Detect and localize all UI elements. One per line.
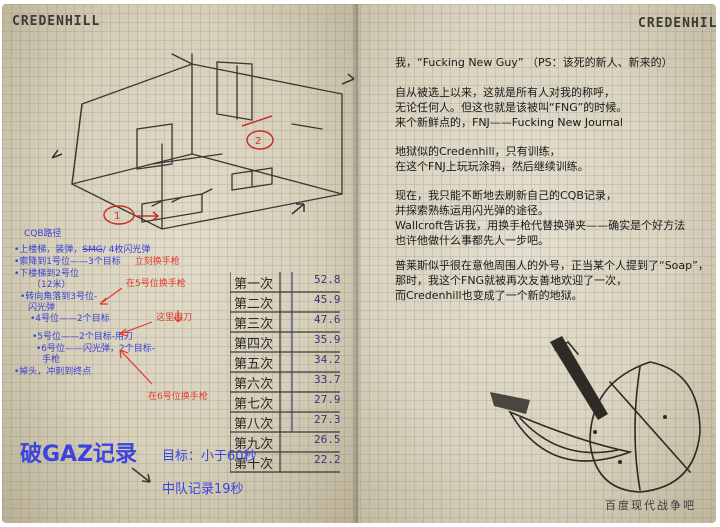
- cqb-route-item-4: •转向角落到3号位-: [20, 292, 98, 302]
- goal-text: 目标：小于60秒: [162, 449, 257, 464]
- gaz-record-title: 破GAZ记录: [20, 442, 138, 467]
- red-note-pos6: 在6号位换手枪: [148, 392, 208, 402]
- cqb-route-item-2: •索降到1号位——3个目标立刻换手枪: [14, 257, 180, 267]
- red-arrows: [99, 287, 183, 385]
- credenhill-brand-left: CREDENHILL: [12, 14, 101, 29]
- cqb-route-item-7: •6号位——闪光弹，2个目标-: [36, 344, 156, 354]
- journal-line-3: 无论任何人。但这也就是该被叫“FNG”的时候。: [395, 101, 628, 114]
- journal-line-4: 来个新鲜点的，FNJ——Fucking New Journal: [395, 116, 623, 129]
- sketch-arrow-icon-2: [291, 203, 305, 215]
- switch-pistol-note: 立刻换手枪: [134, 257, 180, 267]
- journal-line-10: 也许他做什么事都先人一步吧。: [395, 234, 549, 247]
- squad-record-text: 中队记录19秒: [162, 482, 244, 497]
- times-grid-lines: [230, 272, 340, 473]
- journal-line-1: 我，“Fucking New Guy” （PS：该死的新人、新来的）: [395, 56, 673, 69]
- strike-smg: SMG: [82, 245, 103, 255]
- cqb-route-item-3: •下楼梯到2号位: [14, 269, 80, 279]
- red-note-pos5: 在5号位换手枪: [126, 279, 186, 289]
- watermark-text: 百度现代战争吧: [605, 499, 696, 512]
- left-page: CREDENHILL: [2, 4, 358, 523]
- cqb-route-title: CQB路径: [24, 229, 62, 239]
- red-stroke-icon: [241, 115, 273, 127]
- journal-line-9: Wallcroft告诉我，用换手枪代替换弹夹——确实是个好方法: [395, 219, 686, 232]
- journal-line-13: 而Credenhill也变成了一个新的地狱。: [395, 289, 583, 302]
- journal-line-12: 那时，我这个FNG就被再次友善地欢迎了一次，: [395, 274, 628, 287]
- position-1-marker: 1: [114, 211, 120, 222]
- melon-sketch: [490, 336, 701, 493]
- journal-line-5: 地狱似的Credenhill，只有训练，: [395, 145, 561, 158]
- credenhill-brand-right: CREDENHILL: [638, 16, 716, 31]
- cqb-route-item-5: •4号位——2个目标: [30, 314, 110, 324]
- cqb-route-item-6: •5号位——2个目标-用刀: [32, 332, 134, 342]
- red-arrow-icon: [137, 211, 160, 221]
- sketch-arrow-icon: [51, 149, 63, 159]
- cqb-route-item-8: •掉头，冲刺到终点: [14, 367, 92, 377]
- sketch-arrow-icon-3: [341, 73, 355, 85]
- right-page: CREDENHILL 百度现代战争吧: [360, 4, 716, 523]
- red-note-knife: 这里用刀: [156, 313, 193, 323]
- cqb-route-item-3b: （12米）: [32, 280, 71, 290]
- journal-line-2: 自从被选上以来，这就是所有人对我的称呼，: [395, 86, 615, 99]
- cqb-route-item-7b: 手枪: [42, 355, 61, 365]
- grid-pattern-right: [360, 4, 716, 523]
- cqb-route-item-1: •上楼梯，装弹，SMG/ 4枚闪光弹: [14, 245, 151, 255]
- room-sketch: 1 2: [51, 53, 355, 230]
- grid-pattern: [2, 4, 358, 523]
- journal-line-8: 并探索熟练运用闪光弹的途径。: [395, 204, 549, 217]
- position-2-marker: 2: [255, 136, 261, 147]
- journal-line-6: 在这个FNJ上玩玩涂鸦，然后继续训练。: [395, 160, 589, 173]
- journal-line-7: 现在，我只能不断地去刷新自己的CQB记录，: [395, 189, 617, 202]
- cqb-route-item-4b: 闪光弹: [28, 303, 56, 313]
- journal-line-11: 普莱斯似乎很在意他周围人的外号，正当某个人提到了“Soap”，: [395, 259, 709, 272]
- arrow-down-right-icon: [131, 467, 151, 483]
